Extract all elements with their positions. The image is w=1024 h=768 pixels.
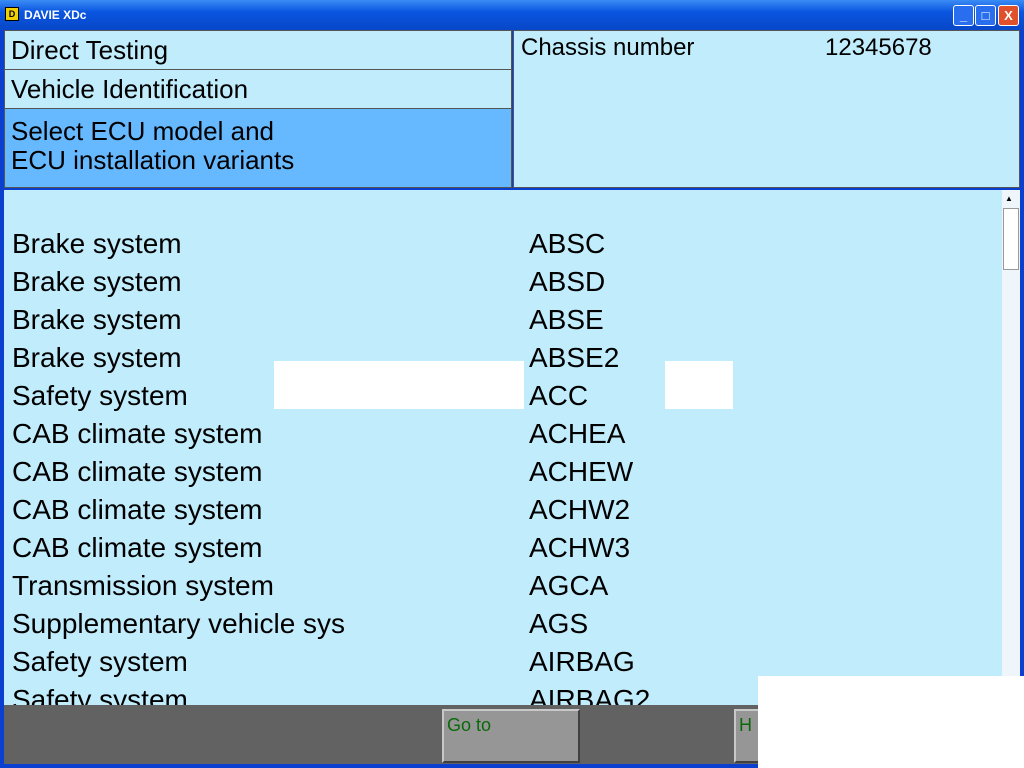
- system-name: CAB climate system: [12, 456, 263, 487]
- nav-select-ecu-line2: ECU installation variants: [11, 145, 295, 175]
- scrollbar[interactable]: ▲: [1002, 190, 1020, 705]
- list-item[interactable]: CAB climate system ACHEA: [4, 418, 994, 456]
- chassis-number-label: Chassis number: [521, 34, 695, 61]
- redaction-box: [665, 361, 733, 409]
- list-item[interactable]: Brake system ABSE2: [4, 342, 994, 380]
- system-name: CAB climate system: [12, 494, 263, 525]
- system-name: Safety system: [12, 646, 188, 677]
- nav-vehicle-identification[interactable]: Vehicle Identification: [5, 70, 511, 109]
- system-name: Brake system: [12, 266, 182, 297]
- system-name: Brake system: [12, 342, 182, 373]
- app-logo-icon: D: [5, 7, 19, 21]
- goto-button[interactable]: Go to: [442, 709, 580, 763]
- ecu-code: AIRBAG2: [529, 684, 651, 705]
- list-item[interactable]: Brake system ABSD: [4, 266, 994, 304]
- scroll-thumb[interactable]: [1003, 208, 1019, 270]
- list-item[interactable]: Brake system ABSE: [4, 304, 994, 342]
- system-name: Safety system: [12, 380, 188, 411]
- system-name: Safety system: [12, 684, 188, 705]
- nav-direct-testing[interactable]: Direct Testing: [5, 31, 511, 70]
- system-name: Supplementary vehicle sys: [12, 608, 346, 639]
- navigation-panel: Direct Testing Vehicle Identification Se…: [4, 30, 512, 188]
- close-button[interactable]: X: [998, 5, 1019, 26]
- redaction-box: [758, 676, 1024, 768]
- list-item[interactable]: Supplementary vehicle sys AGS: [4, 608, 994, 646]
- list-item[interactable]: Transmission system AGCA: [4, 570, 994, 608]
- system-name: Transmission system: [12, 570, 274, 601]
- system-name: Brake system: [12, 228, 182, 259]
- system-name: CAB climate system: [12, 418, 263, 449]
- redaction-box: [274, 361, 524, 409]
- ecu-code: ACHEW: [529, 456, 634, 487]
- minimize-button[interactable]: _: [953, 5, 974, 26]
- ecu-code: ABSE2: [529, 342, 620, 373]
- list-item[interactable]: Safety system ACC: [4, 380, 994, 418]
- ecu-code: AGCA: [529, 570, 609, 601]
- list-item[interactable]: Safety system AIRBAG2: [4, 684, 994, 705]
- ecu-code: ABSD: [529, 266, 606, 297]
- info-panel: Chassis number 12345678: [513, 30, 1020, 188]
- ecu-code: ACHW2: [529, 494, 631, 525]
- list-item[interactable]: Safety system AIRBAG: [4, 646, 994, 684]
- title-bar: D DAVIE XDc _ □ X: [0, 0, 1024, 30]
- ecu-code: AGS: [529, 608, 589, 639]
- nav-select-ecu[interactable]: Select ECU model and ECU installation va…: [5, 109, 511, 187]
- list-item[interactable]: Brake system ABSC: [4, 228, 994, 266]
- list-item[interactable]: CAB climate system ACHW3: [4, 532, 994, 570]
- scroll-up-icon[interactable]: ▲: [1005, 194, 1013, 203]
- ecu-code: ABSC: [529, 228, 606, 259]
- ecu-code: ACHEA: [529, 418, 626, 449]
- system-name: Brake system: [12, 304, 182, 335]
- list-item[interactable]: CAB climate system ACHEW: [4, 456, 994, 494]
- list-item[interactable]: CAB climate system ACHW2: [4, 494, 994, 532]
- ecu-code: ACC: [529, 380, 589, 411]
- ecu-code: ABSE: [529, 304, 604, 335]
- ecu-code: AIRBAG: [529, 646, 635, 677]
- nav-select-ecu-line1: Select ECU model and: [11, 116, 275, 146]
- system-name: CAB climate system: [12, 532, 263, 563]
- window-title: DAVIE XDc: [24, 8, 87, 22]
- maximize-button[interactable]: □: [975, 5, 996, 26]
- ecu-code: ACHW3: [529, 532, 631, 563]
- chassis-number-value: 12345678: [825, 34, 932, 61]
